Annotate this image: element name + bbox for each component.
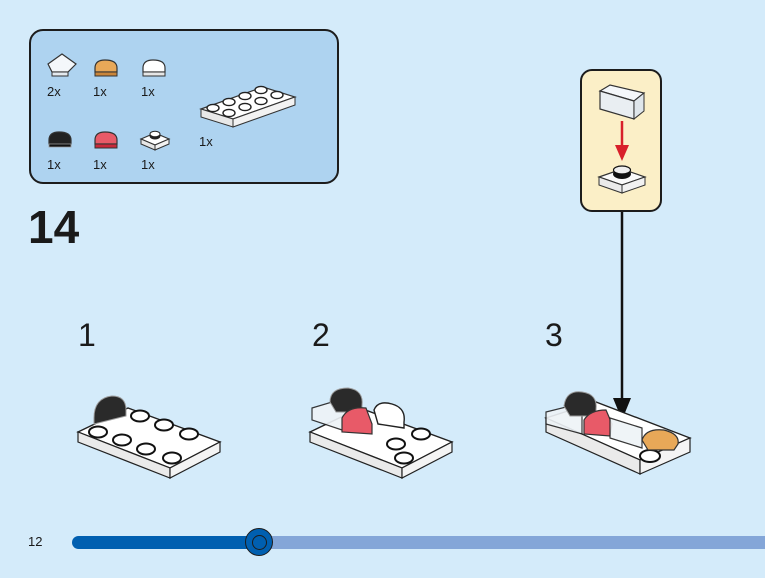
- substep-3-model-illustration: [544, 391, 692, 475]
- progress-track: [259, 536, 765, 549]
- page-number: 12: [28, 534, 43, 549]
- progress-fill: [72, 536, 262, 549]
- transparent-slope-callout-icon: [598, 84, 646, 121]
- red-arrow-icon: [615, 121, 629, 161]
- substep-number: 3: [545, 317, 563, 353]
- callout-box: [580, 69, 662, 212]
- white-tile-part-icon: [142, 59, 166, 77]
- substep-2-model-illustration: [308, 387, 454, 479]
- orange-tile-part-icon: [94, 59, 118, 77]
- red-tile-part-icon: [94, 131, 118, 149]
- placement-arrow-icon: [613, 212, 631, 420]
- part-quantity: 1x: [47, 157, 61, 172]
- substep-number: 2: [312, 317, 330, 353]
- substep-1-model-illustration: [76, 395, 222, 479]
- parts-list-panel: 2x 1x 1x 1x 1x 1x 1x: [29, 29, 339, 184]
- white-plate-stud-callout-icon: [597, 165, 647, 194]
- progress-slider-handle[interactable]: [245, 528, 274, 556]
- transparent-slope-part-icon: [47, 53, 77, 77]
- white-plate-2x4-part-icon: [199, 85, 297, 128]
- substep-number: 1: [78, 317, 96, 353]
- part-quantity: 1x: [199, 134, 213, 149]
- black-tile-part-icon: [48, 131, 72, 148]
- part-quantity: 1x: [93, 84, 107, 99]
- part-quantity: 2x: [47, 84, 61, 99]
- part-quantity: 1x: [141, 157, 155, 172]
- step-number: 14: [28, 201, 80, 253]
- part-quantity: 1x: [141, 84, 155, 99]
- part-quantity: 1x: [93, 157, 107, 172]
- white-plate-1x1-part-icon: [139, 130, 171, 151]
